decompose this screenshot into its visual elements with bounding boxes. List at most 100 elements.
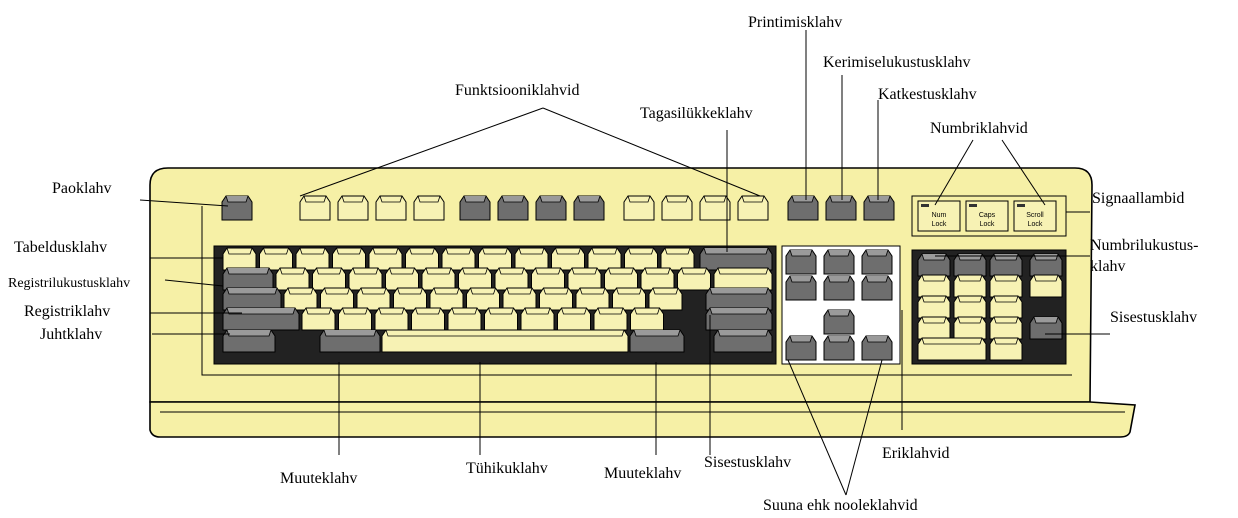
numpad-enter-key — [1029, 316, 1063, 340]
backspace-key — [699, 247, 773, 271]
numpad-key — [917, 316, 951, 340]
letter-key — [604, 267, 638, 291]
numeric-keypad — [917, 253, 1063, 361]
alt-key-right — [629, 329, 685, 353]
num-lock-indicator — [917, 200, 961, 232]
label-alt-key-left: Muuteklahv — [280, 470, 358, 487]
alphanumeric-keys — [222, 247, 773, 353]
letter-key — [429, 287, 464, 311]
numpad-key — [989, 274, 1023, 298]
numpad-key — [989, 337, 1023, 361]
ctrl-key-right — [713, 329, 773, 353]
number-row-key — [660, 247, 695, 271]
ctrl-key-left — [222, 329, 276, 353]
indicator-text: Caps — [979, 212, 996, 219]
shift-key-right — [705, 307, 773, 331]
indicator-text: Num — [932, 212, 947, 219]
label-scroll-lock-key: Kerimiselukustusklahv — [823, 54, 971, 71]
letter-key — [567, 267, 602, 291]
label-special-keys: Eriklahvid — [882, 445, 950, 462]
arrow-left-key — [785, 335, 817, 361]
number-row-key — [295, 247, 330, 271]
numpad-key — [953, 253, 987, 277]
letter-key — [421, 267, 456, 291]
label-backspace-key: Tagasilükkeklahv — [640, 105, 753, 122]
indicator-text: Lock — [980, 221, 995, 228]
letter-key — [320, 287, 354, 311]
label-shift-key: Registriklahv — [24, 303, 111, 320]
number-row-key — [368, 247, 403, 271]
letter-key — [593, 307, 628, 331]
label-pause-break-key: Katkestusklahv — [878, 86, 977, 103]
label-tab-key: Tabeldusklahv — [14, 239, 108, 256]
shift-key-left — [222, 307, 300, 331]
escape-key — [221, 195, 253, 221]
letter-key — [648, 287, 683, 311]
number-row-key — [405, 247, 439, 271]
keyboard-front-lip — [149, 401, 1136, 438]
letter-key — [385, 267, 419, 291]
label-caps-lock-key: Registrilukustusklahv — [8, 276, 131, 291]
numpad-key — [917, 337, 987, 361]
keyboard-case-inner — [201, 206, 1072, 376]
numpad-key — [917, 274, 951, 298]
letter-key — [630, 307, 664, 331]
label-num-lock-key-line2: klahv — [1090, 258, 1126, 275]
number-row-key — [551, 247, 585, 271]
letter-key — [612, 287, 646, 311]
number-row-key — [259, 247, 293, 271]
label-numeric-keys: Numbriklahvid — [930, 120, 1028, 137]
letter-key — [283, 287, 318, 311]
tab-key — [222, 267, 274, 291]
label-alt-key-right: Muuteklahv — [604, 465, 682, 482]
letter-key — [458, 267, 492, 291]
numpad-key — [953, 316, 987, 340]
number-row-key — [222, 247, 257, 271]
leader-lines — [139, 30, 1110, 496]
letter-key — [539, 287, 573, 311]
number-row-key — [514, 247, 549, 271]
numpad-key — [953, 274, 987, 298]
arrow-right-key — [861, 335, 893, 361]
letter-key — [411, 307, 445, 331]
arrow-down-key — [823, 335, 855, 361]
caps-lock-key — [222, 287, 282, 311]
numpad-key — [989, 295, 1023, 319]
label-function-keys: Funktsiooniklahvid — [455, 82, 580, 99]
numpad-key — [989, 253, 1023, 277]
letter-key — [356, 287, 391, 311]
letter-key — [502, 287, 537, 311]
label-enter-key: Sisestusklahv — [704, 454, 792, 471]
arrow-up-key — [823, 309, 855, 335]
letter-key — [531, 267, 565, 291]
label-num-lock-key-line1: Numbrilukustus- — [1090, 237, 1199, 254]
label-indicator-lights: Signaallambid — [1092, 190, 1185, 207]
indicator-panel: Num Lock Caps Lock Scroll Lock — [911, 195, 1067, 237]
label-numpad-enter-key: Sisestusklahv — [1110, 309, 1198, 326]
letter-key — [301, 307, 336, 331]
number-row-key — [624, 247, 658, 271]
indicator-text: Lock — [932, 221, 947, 228]
label-escape-key: Paoklahv — [52, 180, 112, 197]
letter-key — [557, 307, 591, 331]
letter-key — [447, 307, 482, 331]
numpad-plus-key — [1029, 274, 1063, 298]
numpad-minus-key — [1029, 253, 1063, 277]
backslash-key — [713, 267, 773, 291]
letter-key — [312, 267, 346, 291]
letter-key — [348, 267, 383, 291]
numpad-key — [917, 295, 951, 319]
letter-key — [338, 307, 372, 331]
label-print-screen-key: Printimisklahv — [748, 14, 843, 31]
label-arrow-keys: Suuna ehk nooleklahvid — [763, 497, 918, 514]
numpad-key — [953, 295, 987, 319]
letter-key — [677, 267, 711, 291]
number-row-key — [332, 247, 366, 271]
label-ctrl-key: Juhtklahv — [40, 326, 103, 343]
indicator-text: Lock — [1028, 221, 1043, 228]
number-row-key — [441, 247, 476, 271]
number-row-key — [478, 247, 512, 271]
number-row-key — [587, 247, 622, 271]
